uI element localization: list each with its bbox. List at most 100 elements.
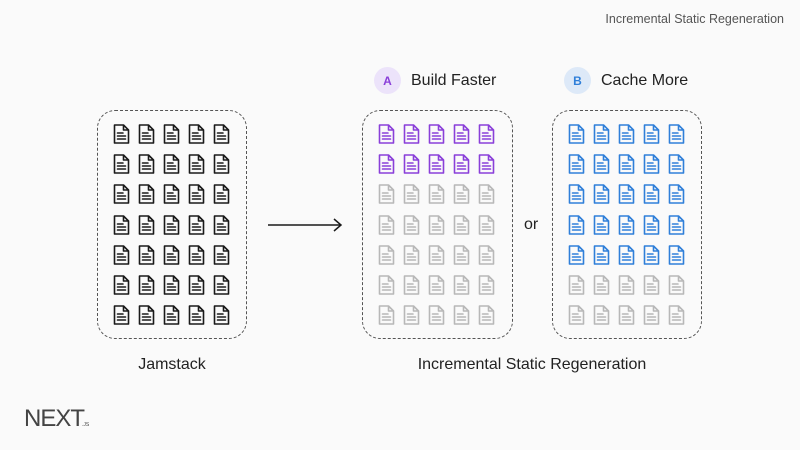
document-icon — [618, 244, 635, 265]
document-icon — [113, 305, 130, 325]
logo-suffix: .JS — [82, 422, 90, 428]
document-icon — [213, 275, 230, 295]
document-icon — [213, 305, 230, 325]
document-icon — [478, 305, 495, 325]
document-icon — [163, 275, 180, 295]
option-a-badge: A — [374, 67, 401, 94]
document-icon — [618, 184, 635, 205]
document-icon — [378, 154, 395, 174]
document-icon — [163, 305, 180, 325]
document-icon — [478, 124, 495, 144]
jamstack-caption: Jamstack — [138, 356, 206, 373]
document-icon — [618, 305, 635, 325]
document-icon — [478, 244, 495, 265]
document-icon — [403, 124, 420, 144]
document-icon — [113, 184, 130, 205]
document-icon — [188, 154, 205, 174]
document-icon — [643, 124, 660, 144]
document-icon — [668, 154, 685, 174]
document-icon — [618, 124, 635, 144]
document-icon — [643, 305, 660, 325]
document-icon — [213, 154, 230, 174]
document-icon — [643, 184, 660, 205]
document-icon — [428, 124, 445, 144]
document-icon — [428, 184, 445, 205]
document-icon — [593, 275, 610, 295]
document-icon — [378, 214, 395, 235]
document-icon — [568, 275, 585, 295]
document-icon — [668, 214, 685, 235]
document-icon — [113, 154, 130, 174]
document-icon — [163, 214, 180, 235]
document-icon — [618, 154, 635, 174]
document-icon — [188, 124, 205, 144]
document-icon — [478, 214, 495, 235]
document-icon — [213, 214, 230, 235]
document-icon — [138, 305, 155, 325]
document-icon — [138, 214, 155, 235]
or-label: or — [524, 216, 539, 233]
document-icon — [138, 124, 155, 144]
document-icon — [213, 184, 230, 205]
document-icon — [163, 154, 180, 174]
document-icon — [568, 154, 585, 174]
nextjs-logo: NEXT .JS — [24, 405, 90, 430]
document-icon — [188, 244, 205, 265]
document-icon — [453, 124, 470, 144]
document-icon — [213, 244, 230, 265]
document-icon — [643, 275, 660, 295]
document-icon — [668, 244, 685, 265]
document-icon — [378, 275, 395, 295]
option-a-box — [362, 110, 513, 339]
document-icon — [378, 244, 395, 265]
document-icon — [113, 124, 130, 144]
isr-caption: Incremental Static Regeneration — [417, 356, 647, 373]
document-icon — [378, 184, 395, 205]
document-icon — [188, 214, 205, 235]
document-icon — [138, 275, 155, 295]
document-icon — [593, 244, 610, 265]
document-icon — [428, 214, 445, 235]
document-icon — [403, 275, 420, 295]
document-icon — [643, 244, 660, 265]
option-a-label: A Build Faster — [374, 67, 496, 94]
document-icon — [568, 124, 585, 144]
document-icon — [188, 305, 205, 325]
document-icon — [453, 214, 470, 235]
document-icon — [138, 244, 155, 265]
document-icon — [403, 244, 420, 265]
document-icon — [378, 305, 395, 325]
document-icon — [113, 214, 130, 235]
document-icon — [138, 184, 155, 205]
document-icon — [453, 184, 470, 205]
jamstack-box — [97, 110, 247, 339]
document-icon — [668, 124, 685, 144]
option-a-text: Build Faster — [411, 71, 497, 89]
document-icon — [593, 305, 610, 325]
document-icon — [403, 214, 420, 235]
document-icon — [618, 275, 635, 295]
document-icon — [453, 305, 470, 325]
document-icon — [668, 305, 685, 325]
document-icon — [453, 275, 470, 295]
document-icon — [643, 214, 660, 235]
document-icon — [378, 124, 395, 144]
document-icon — [453, 154, 470, 174]
document-icon — [403, 305, 420, 325]
option-b-box — [552, 110, 702, 339]
page-title: Incremental Static Regeneration — [605, 12, 784, 26]
logo-text: NEXT — [24, 405, 85, 430]
option-b-label: B Cache More — [564, 67, 688, 94]
document-icon — [668, 275, 685, 295]
document-icon — [593, 214, 610, 235]
document-icon — [668, 184, 685, 205]
document-icon — [428, 244, 445, 265]
document-icon — [478, 184, 495, 205]
document-icon — [568, 244, 585, 265]
document-icon — [568, 305, 585, 325]
document-icon — [428, 154, 445, 174]
document-icon — [113, 275, 130, 295]
document-icon — [593, 154, 610, 174]
document-icon — [643, 154, 660, 174]
document-icon — [593, 124, 610, 144]
